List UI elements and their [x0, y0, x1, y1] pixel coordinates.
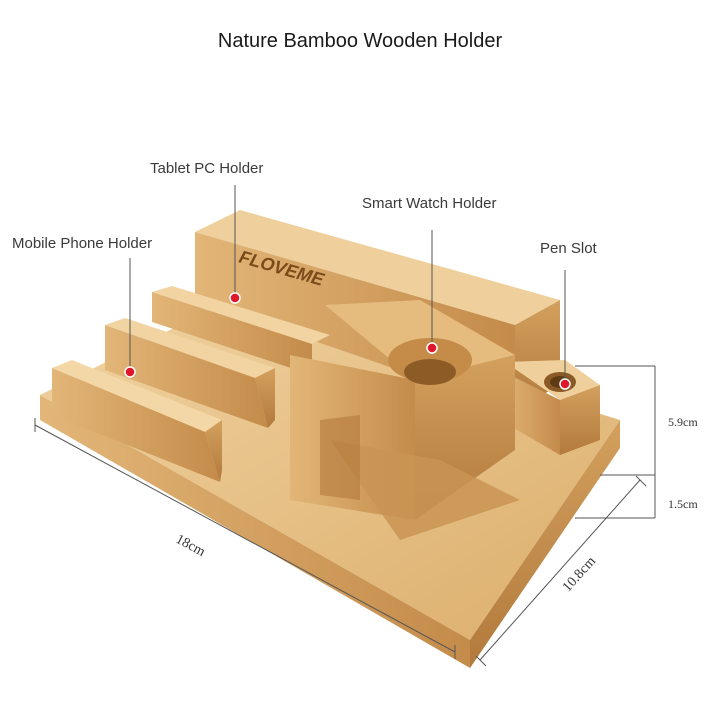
smart-watch-holder — [290, 300, 520, 540]
phone-slat-front — [52, 360, 222, 482]
marker-tablet-pc — [229, 292, 241, 304]
product-title: Nature Bamboo Wooden Holder — [217, 30, 503, 52]
dimension-height-total: 5.9cm — [668, 415, 698, 429]
dimension-lines — [34, 365, 656, 667]
callout-tablet-pc-holder: Tablet PC Holder — [150, 160, 264, 177]
marker-pen-slot — [559, 378, 571, 390]
dimension-base-height: 1.5cm — [668, 497, 698, 511]
marker-mobile-phone — [124, 366, 136, 378]
phone-slat-middle — [105, 318, 275, 428]
callout-pen-slot: Pen Slot — [540, 240, 597, 257]
callout-lines — [129, 185, 566, 384]
callout-mobile-phone-holder: Mobile Phone Holder — [12, 235, 153, 252]
phone-slat-back — [152, 286, 330, 375]
callout-smart-watch-holder: Smart Watch Holder — [362, 195, 497, 212]
marker-smart-watch — [426, 342, 438, 354]
